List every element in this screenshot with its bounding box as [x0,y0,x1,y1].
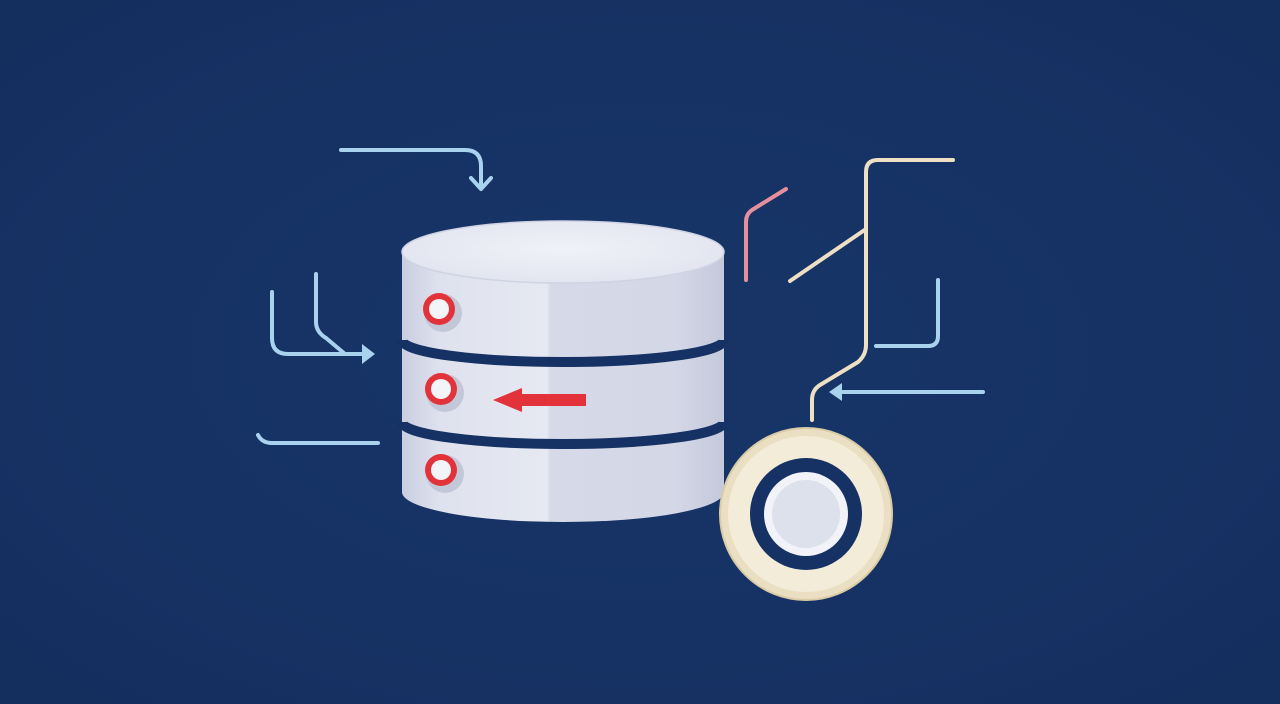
indicator-light-2 [425,373,464,412]
target-ring-icon [719,427,893,601]
right-arrow-head [829,383,842,401]
database-band-1 [397,338,729,367]
cream-circuit-line [810,158,955,422]
right-connectors [744,158,985,422]
bottom-left-hook-line [256,433,380,445]
left-bracket-line-inner [314,272,372,356]
arrow-left-icon [493,388,586,412]
right-blue-bracket [874,278,940,348]
left-bracket-line-outer [270,290,347,356]
left-connectors [256,148,493,445]
database-band-2 [397,420,729,449]
database-top [402,221,724,283]
left-arrow-head [362,344,375,364]
top-bent-arrow-line [339,148,483,188]
database-body [402,252,724,522]
top-arrow-head [469,176,493,191]
indicator-light-1 [423,293,462,332]
database-icon [397,220,729,522]
pink-bent-line [744,187,788,282]
indicator-light-3 [425,454,464,493]
cream-diagonal-line [788,227,868,283]
